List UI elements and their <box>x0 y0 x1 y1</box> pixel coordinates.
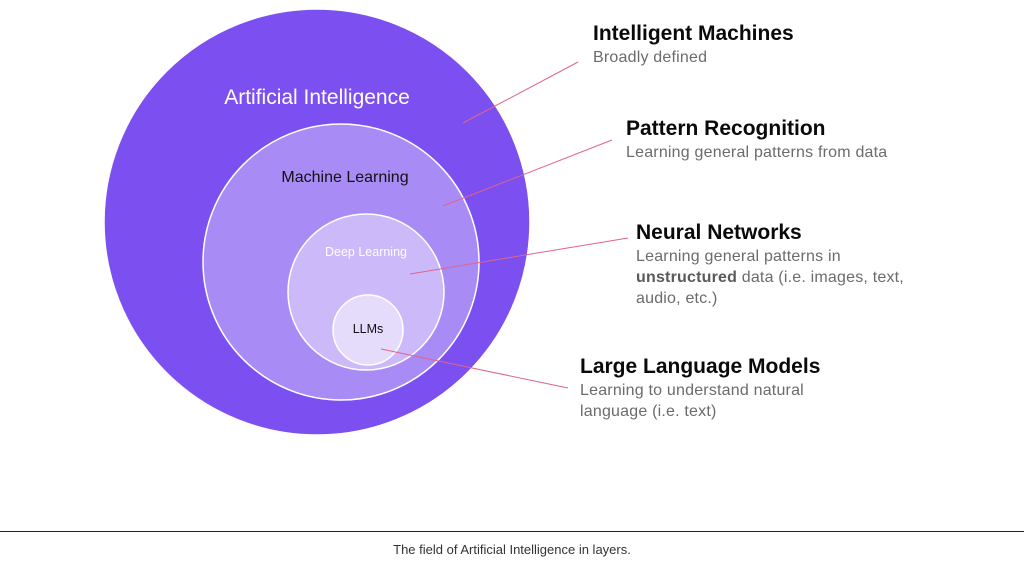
callout-description: Learning general patterns in unstructure… <box>636 246 906 309</box>
callout-description: Learning general patterns from data <box>626 144 888 161</box>
label-deep-learning: Deep Learning <box>325 245 407 259</box>
callout-intelligent-machines: Intelligent Machines Broadly defined <box>593 22 893 68</box>
circle-llms <box>332 294 404 366</box>
leader-line-ml <box>442 139 613 207</box>
callout-title: Large Language Models <box>580 355 821 378</box>
caption-divider <box>0 531 1024 532</box>
leader-line-dl <box>409 237 629 275</box>
callout-description-after: data (i.e. images, text, audio, etc.) <box>636 269 904 307</box>
ai-layers-diagram: Artificial Intelligence Machine Learning… <box>103 8 629 436</box>
leader-line-ai <box>462 61 579 124</box>
callout-title: Pattern Recognition <box>626 117 826 140</box>
callout-title: Intelligent Machines <box>593 22 794 45</box>
callout-large-language-models: Large Language Models Learning to unders… <box>580 355 870 422</box>
callout-description: Broadly defined <box>593 49 708 66</box>
callout-description: Learning to understand natural language … <box>580 382 804 420</box>
callout-pattern-recognition: Pattern Recognition Learning general pat… <box>626 117 896 163</box>
figure-caption: The field of Artificial Intelligence in … <box>393 542 631 557</box>
label-artificial-intelligence: Artificial Intelligence <box>224 86 410 109</box>
callout-title: Neural Networks <box>636 221 802 244</box>
leader-line-llm <box>380 348 569 389</box>
callout-description-emphasis: unstructured <box>636 269 738 286</box>
label-llms: LLMs <box>353 322 384 336</box>
circle-deep-learning <box>287 213 445 371</box>
callout-description-before: Learning general patterns in <box>636 248 841 265</box>
callout-neural-networks: Neural Networks Learning general pattern… <box>636 221 906 309</box>
label-machine-learning: Machine Learning <box>281 169 408 186</box>
